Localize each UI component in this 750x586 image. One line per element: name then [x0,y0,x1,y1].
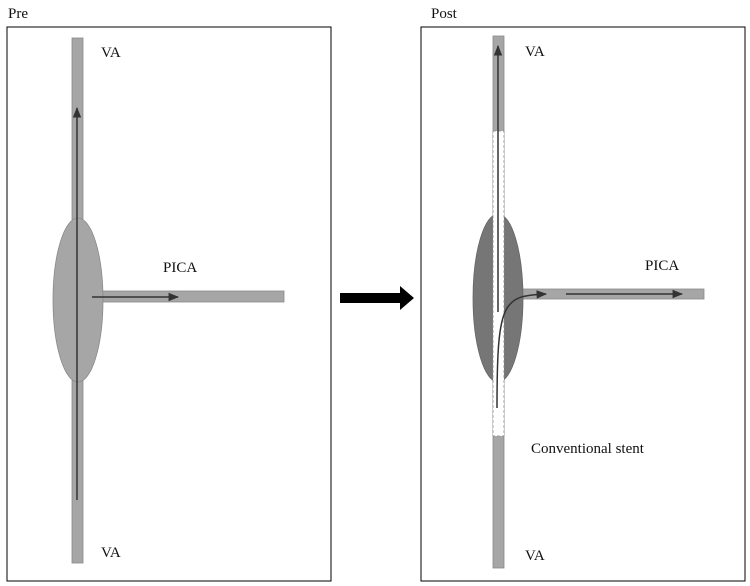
pre-aneurysm [52,217,104,383]
pre-va-bottom-label: VA [101,545,121,561]
post-stent-label: Conventional stent [531,441,645,457]
post-frame [420,26,746,582]
pre-title: Pre [8,6,28,22]
pre-frame [6,26,332,582]
pre-panel: Pre VA PICA VA [6,6,332,582]
post-va-top-label: VA [525,44,545,60]
right-arrow-icon [340,286,414,310]
post-title: Post [431,6,458,22]
post-panel: Post VA PICA Conventional stent VA [420,6,746,582]
post-pica-flow-curve [496,290,548,409]
post-pica-label: PICA [645,258,679,274]
post-va-bottom-label: VA [525,548,545,564]
pre-pica-label: PICA [163,260,197,276]
pre-va-top-label: VA [101,45,121,61]
